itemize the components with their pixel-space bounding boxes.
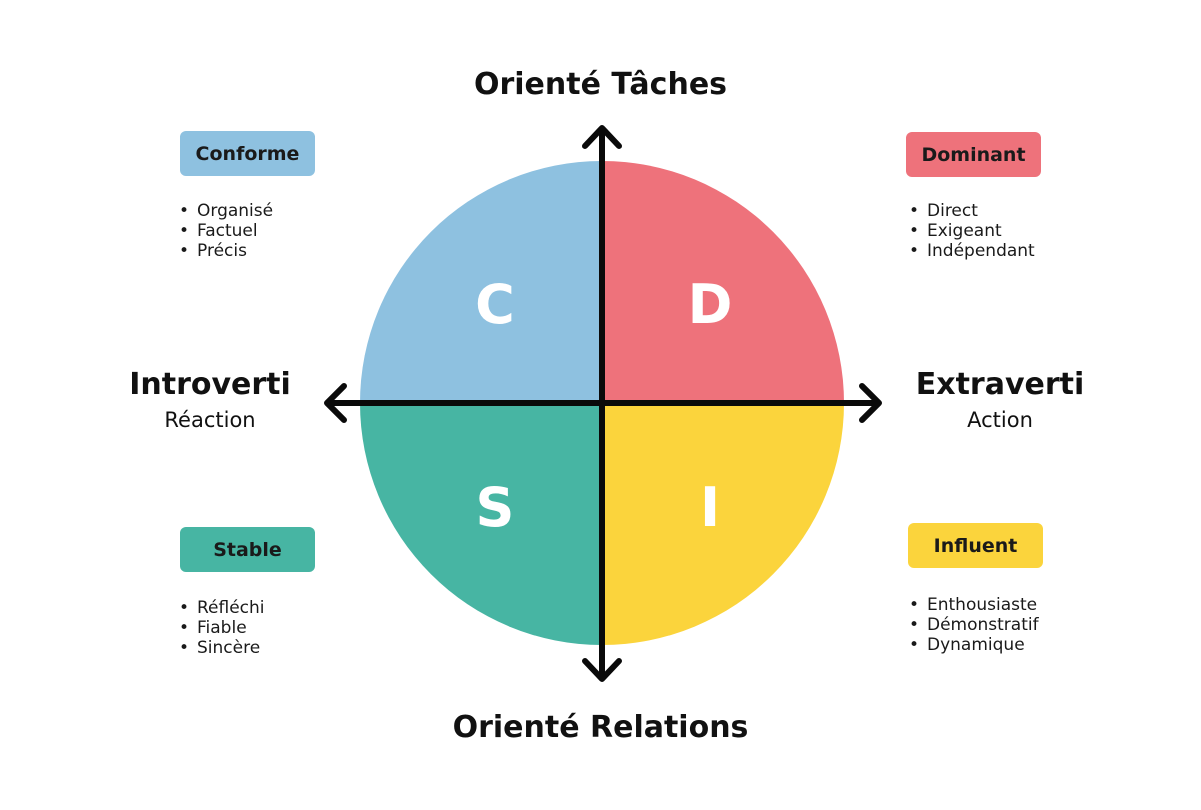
quadrant-letter-c: C	[475, 273, 515, 336]
trait-item: Démonstratif	[909, 615, 1039, 635]
quadrant-c	[360, 161, 602, 403]
traits-list-conforme: Organisé Factuel Précis	[179, 201, 273, 261]
trait-item: Exigeant	[909, 221, 1035, 241]
trait-item: Fiable	[179, 618, 265, 638]
axis-label-top: Orienté Tâches	[473, 67, 728, 102]
quadrant-i	[602, 403, 844, 645]
badge-conforme: Conforme	[180, 131, 315, 176]
quadrant-letter-d: D	[688, 273, 733, 336]
quadrant-d	[602, 161, 844, 403]
trait-item: Organisé	[179, 201, 273, 221]
badge-influent: Influent	[908, 523, 1043, 568]
quadrant-letter-s: S	[476, 476, 515, 539]
trait-item: Précis	[179, 241, 273, 261]
traits-list-influent: Enthousiaste Démonstratif Dynamique	[909, 595, 1039, 655]
badge-dominant: Dominant	[906, 132, 1041, 177]
axis-left-title: Introverti	[129, 367, 291, 402]
axis-left-subtitle: Réaction	[164, 408, 256, 432]
axis-label-left: Introverti Réaction	[110, 367, 310, 435]
axis-label-bottom: Orienté Relations	[452, 710, 749, 745]
trait-item: Direct	[909, 201, 1035, 221]
quadrant-s	[360, 403, 602, 645]
trait-item: Réfléchi	[179, 598, 265, 618]
arrow-down-icon	[582, 658, 622, 682]
trait-item: Sincère	[179, 638, 265, 658]
axis-right-subtitle: Action	[967, 408, 1033, 432]
arrow-left-icon	[324, 383, 347, 423]
traits-list-dominant: Direct Exigeant Indépendant	[909, 201, 1035, 261]
axis-label-right: Extraverti Action	[900, 367, 1100, 435]
axis-right-title: Extraverti	[915, 367, 1085, 402]
trait-item: Dynamique	[909, 635, 1039, 655]
traits-list-stable: Réfléchi Fiable Sincère	[179, 598, 265, 658]
badge-stable: Stable	[180, 527, 315, 572]
arrow-up-icon	[582, 125, 622, 149]
arrow-right-icon	[859, 383, 882, 423]
trait-item: Enthousiaste	[909, 595, 1039, 615]
trait-item: Factuel	[179, 221, 273, 241]
quadrant-letter-i: I	[700, 476, 720, 539]
trait-item: Indépendant	[909, 241, 1035, 261]
